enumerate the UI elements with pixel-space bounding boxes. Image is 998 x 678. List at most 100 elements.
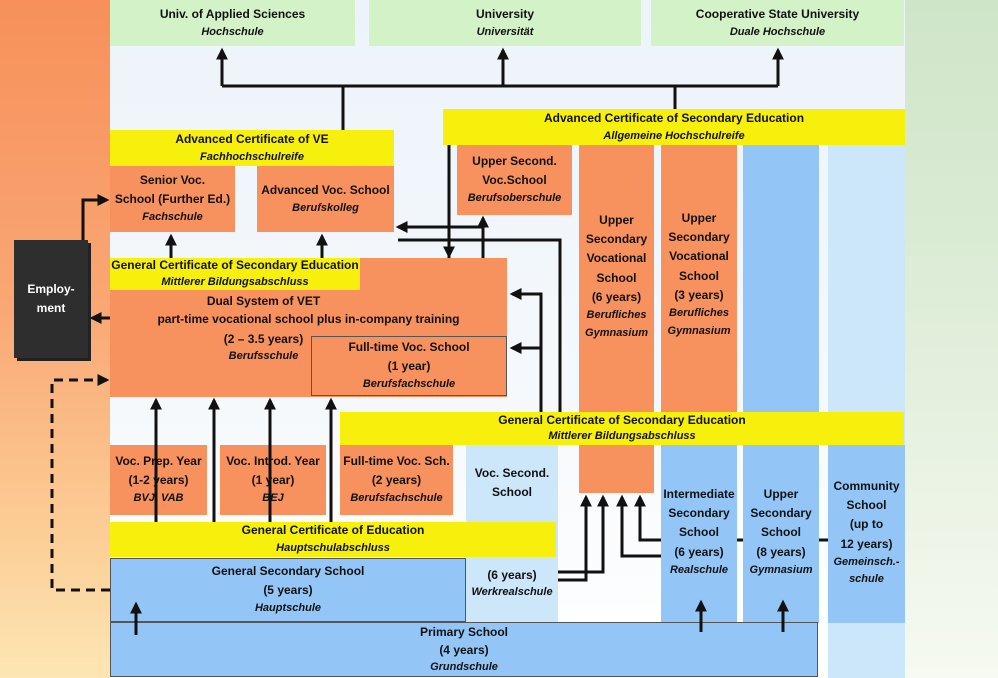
university-title: University bbox=[475, 6, 535, 21]
upper-sec-sub: Gymnasium bbox=[749, 563, 813, 576]
usvs3-l1: Upper bbox=[681, 211, 717, 225]
arrow-werkreal-to-usvs bbox=[558, 494, 592, 582]
arrow-intermediate-to-usvs bbox=[616, 494, 661, 558]
adv-cert-ve-title: Advanced Certificate of VE bbox=[175, 131, 329, 146]
intermediate-l1: Intermediate bbox=[663, 487, 735, 501]
senior-voc-line2: School (Further Ed.) bbox=[114, 192, 231, 207]
usvs6-l4: School bbox=[596, 270, 637, 285]
community-l2: School bbox=[846, 498, 887, 513]
upper-second-voc-school-box: Upper Second. Voc.School Berufsoberschul… bbox=[457, 145, 572, 215]
voc-prep-duration: (1-2 years) bbox=[128, 473, 189, 488]
intermediate-duration: (6 years) bbox=[674, 544, 724, 559]
upper-sec-l2: Secondary bbox=[750, 506, 812, 521]
general-secondary-box: General Secondary School (5 years) Haupt… bbox=[110, 558, 466, 622]
employment-line1: Employ- bbox=[27, 281, 75, 296]
fulltime1-title: Full-time Voc. School bbox=[348, 340, 470, 355]
dashed-return-arrow bbox=[50, 374, 110, 592]
university-sub: Universität bbox=[476, 25, 534, 38]
dual-line2: part-time vocational school plus in-comp… bbox=[157, 312, 460, 326]
dual-line1: Dual System of VET bbox=[206, 294, 321, 308]
voc-introd-sub: BEJ bbox=[262, 492, 284, 505]
upper-sec-l3: School bbox=[760, 525, 801, 540]
dual-sub: Berufsschule bbox=[228, 350, 299, 362]
usvs3-duration: (3 years) bbox=[674, 287, 724, 302]
upper-sec-duration: (8 years) bbox=[756, 544, 806, 559]
university-box: University Universität bbox=[369, 0, 641, 46]
gce-box: General Certificate of Education Hauptsc… bbox=[110, 522, 556, 557]
adv-cert-se-title: Advanced Certificate of Secondary Educat… bbox=[543, 110, 805, 125]
usvs3-s1: Berufliches bbox=[669, 306, 729, 319]
adv-cert-se-sub: Allgemeine Hochschulreife bbox=[603, 129, 745, 142]
applied-sciences-sub: Hochschule bbox=[201, 25, 264, 38]
usvs3-l4: School bbox=[678, 268, 719, 283]
usv-line2: Voc.School bbox=[482, 173, 547, 188]
werkreal-duration: (6 years) bbox=[487, 567, 537, 582]
voc-prep-year-box: Voc. Prep. Year (1-2 years) BVJ, VAB bbox=[110, 445, 207, 515]
fulltime1-duration: (1 year) bbox=[387, 359, 431, 374]
background-right-panel bbox=[905, 0, 998, 678]
usvs6-s2: Gymnasium bbox=[585, 326, 648, 339]
gcse-top-sub: Mittlerer Bildungsabschluss bbox=[161, 275, 309, 288]
fulltime2-duration: (2 years) bbox=[371, 473, 422, 488]
voc-introd-title: Voc. Introd. Year bbox=[226, 454, 320, 469]
upper-sec-l1: Upper bbox=[763, 487, 799, 501]
primary-duration: (4 years) bbox=[439, 643, 489, 658]
gce-sub: Hauptschulabschluss bbox=[276, 542, 390, 555]
usvs6-duration: (6 years) bbox=[591, 289, 642, 304]
primary-sub: Grundschule bbox=[430, 661, 498, 674]
intermediate-l3: School bbox=[678, 525, 719, 540]
gymnasium-column-top bbox=[743, 145, 819, 415]
applied-sciences-box: Univ. of Applied Sciences Hochschule bbox=[110, 0, 355, 46]
arrow-into-dual-top bbox=[509, 288, 543, 412]
upper-sec-voc-3-box: Upper Secondary Vocational School (3 yea… bbox=[661, 145, 737, 413]
arrow-werkreal2-to-usvs bbox=[558, 494, 609, 574]
community-l3: (up to bbox=[849, 517, 884, 532]
arrow-intermediate2-to-usvs bbox=[634, 494, 661, 542]
usvs3-s2: Gymnasium bbox=[667, 324, 731, 337]
gcse-mid-sub: Mittlerer Bildungsabschluss bbox=[548, 430, 696, 443]
advanced-voc-school-box: Advanced Voc. School Berufskolleg bbox=[257, 166, 394, 232]
voc-second-line2: School bbox=[491, 485, 532, 499]
werkrealschule-label: (6 years) Werkrealschule bbox=[466, 563, 558, 603]
primary-title: Primary School bbox=[419, 625, 509, 640]
fulltime-voc-1-box: Full-time Voc. School (1 year) Berufsfac… bbox=[311, 336, 507, 396]
gcse-mid-box: General Certificate of Secondary Educati… bbox=[340, 412, 904, 445]
cooperative-sub: Duale Hochschule bbox=[729, 25, 826, 38]
adv-voc-title: Advanced Voc. School bbox=[261, 182, 390, 197]
cooperative-university-box: Cooperative State University Duale Hochs… bbox=[651, 0, 904, 46]
adv-cert-se-box: Advanced Certificate of Secondary Educat… bbox=[443, 109, 905, 145]
employment-box: Employ- ment bbox=[14, 240, 88, 358]
gcse-top-title: General Certificate of Secondary Educati… bbox=[111, 258, 359, 273]
intermediate-l2: Secondary bbox=[668, 506, 730, 521]
voc-prep-title: Voc. Prep. Year bbox=[115, 454, 202, 469]
usvs6-l1: Upper bbox=[599, 213, 634, 227]
applied-sciences-title: Univ. of Applied Sciences bbox=[159, 6, 306, 21]
usvs6-l3: Vocational bbox=[586, 251, 647, 266]
usvs3-l2: Secondary bbox=[668, 230, 730, 245]
usvs6-l2: Secondary bbox=[585, 232, 648, 247]
voc-introd-duration: (1 year) bbox=[251, 473, 295, 488]
arrow-into-advvoc bbox=[395, 221, 485, 258]
usvs6-s1: Berufliches bbox=[586, 308, 647, 321]
usv-sub: Berufsoberschule bbox=[467, 192, 562, 205]
adv-voc-sub: Berufskolleg bbox=[292, 201, 359, 214]
gen-sec-duration: (5 years) bbox=[263, 583, 313, 598]
community-s1: Gemeinsch.- bbox=[833, 555, 900, 568]
arrow-employment-to-senior bbox=[81, 194, 110, 240]
dual-duration: (2 – 3.5 years) bbox=[223, 332, 304, 346]
line-gcse-to-advvoc bbox=[398, 238, 562, 412]
employment-line2: ment bbox=[36, 301, 66, 315]
gcse-mid-title: General Certificate of Secondary Educati… bbox=[498, 412, 746, 427]
voc-prep-sub: BVJ, VAB bbox=[133, 492, 184, 505]
senior-voc-school-box: Senior Voc. School (Further Ed.) Fachsch… bbox=[110, 166, 235, 232]
gen-sec-title: General Secondary School bbox=[211, 564, 365, 579]
upper-secondary-box: Upper Secondary School (8 years) Gymnasi… bbox=[743, 445, 819, 623]
senior-voc-line1: Senior Voc. bbox=[139, 173, 206, 188]
adv-cert-ve-box: Advanced Certificate of VE Fachhochschul… bbox=[110, 130, 394, 166]
voc-second-line1: Voc. Second. bbox=[474, 465, 550, 480]
intermediate-sub: Realschule bbox=[669, 563, 729, 576]
voc-second-school-label: Voc. Second. School bbox=[466, 458, 558, 508]
fulltime2-title: Full-time Voc. Sch. bbox=[343, 454, 450, 469]
